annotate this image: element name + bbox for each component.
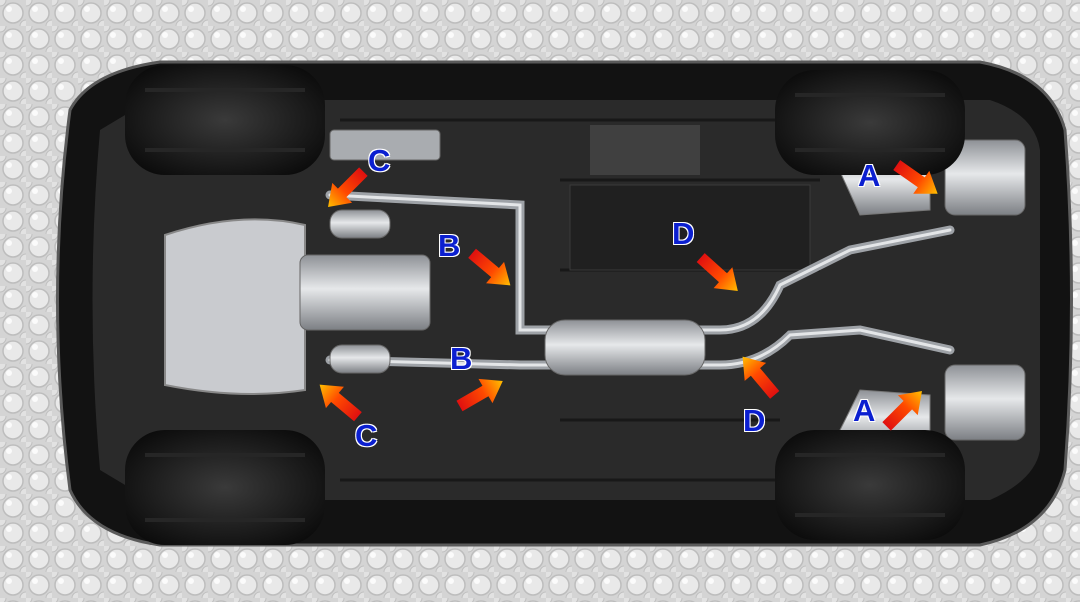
front-left-tire: [125, 65, 325, 175]
rear-muffler-top: [944, 139, 1026, 216]
marker-label-C2: C: [355, 418, 378, 453]
exhaust-system: [325, 129, 955, 376]
marker-label-A1: A: [858, 158, 881, 193]
arrow-B1: [468, 248, 511, 286]
floor-pan-plate: [569, 184, 811, 271]
front-converter-top: [329, 209, 391, 239]
arrow-A2: [882, 391, 922, 431]
marker-label-C1: C: [368, 143, 391, 178]
arrow-A1: [893, 160, 938, 194]
marker-label-B1: B: [438, 228, 461, 263]
model-plate: [590, 125, 700, 175]
rear-right-tire: [775, 430, 965, 540]
marker-label-A2: A: [853, 393, 876, 428]
front-right-tire: [125, 430, 325, 545]
arrow-D1: [696, 253, 738, 292]
arrow-D2: [742, 356, 780, 399]
arrow-B2: [456, 378, 503, 412]
arrow-C1: [328, 167, 368, 207]
rear-muffler-bottom: [944, 364, 1026, 441]
center-muffler: [544, 319, 706, 376]
arrow-C2: [319, 384, 362, 422]
wheels: [125, 65, 965, 545]
front-converter-bottom: [329, 344, 391, 374]
front-heat-shield: [329, 129, 441, 161]
marker-label-D1: D: [672, 216, 695, 251]
marker-label-B2: B: [450, 341, 473, 376]
front-subframe: [164, 218, 306, 395]
transmission: [299, 254, 431, 331]
marker-label-D2: D: [743, 403, 766, 438]
